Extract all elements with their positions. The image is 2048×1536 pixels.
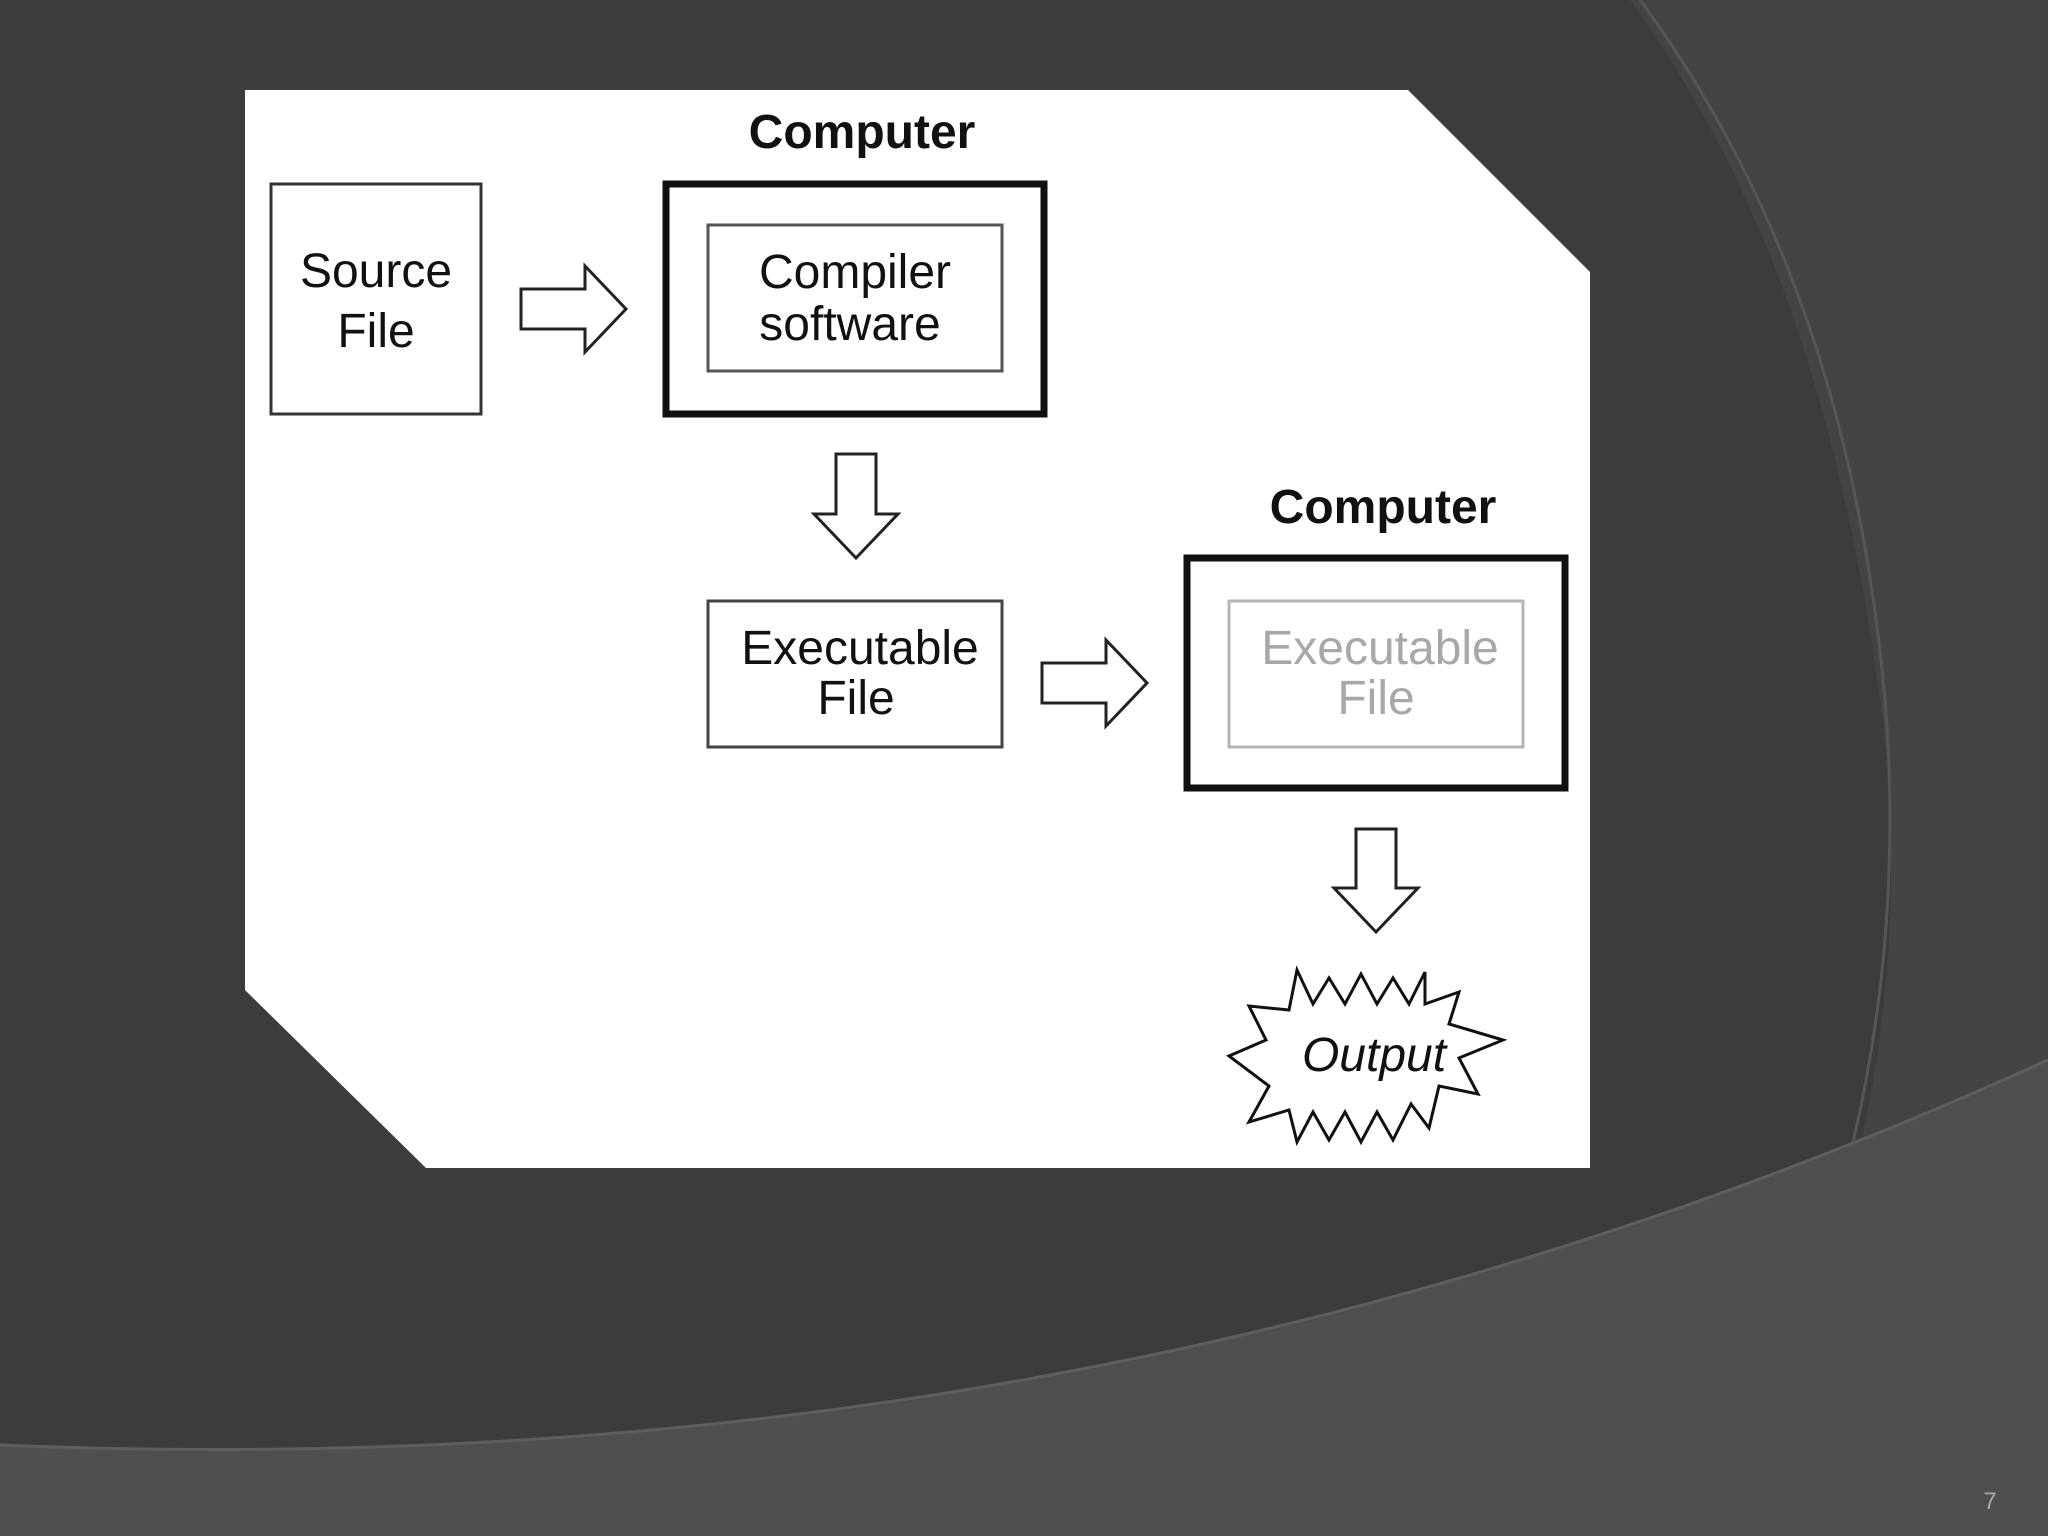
output-starburst-icon [1226,965,1508,1147]
executable-file-label-line2: File [817,672,894,725]
source-file-label-line2: File [337,305,414,358]
running-executable-box [1227,599,1525,749]
source-file-label-line1: Source [300,245,452,298]
arrow-down-icon [810,452,902,561]
arrow-right-icon [519,262,629,356]
computer-2-title: Computer [1270,481,1497,534]
compiler-software-box [706,223,1004,373]
output-label: Output [1302,1029,1448,1082]
running-executable-label-line1: Executable [1261,622,1499,675]
executable-file-label-line1: Executable [741,622,979,675]
computer-1-title: Computer [749,106,976,159]
page-number: 7 [1983,1488,1997,1515]
executable-file-box [706,599,1004,749]
arrow-right-icon [1040,636,1150,730]
background-swoosh-bottom [0,1060,2048,1536]
compiler-software-label-line2: software [759,298,940,351]
source-file-box [269,182,483,416]
running-executable-label-line2: File [1337,672,1414,725]
compiler-software-label-line1: Compiler [759,246,951,299]
background-swoosh-edge [0,1058,2048,1452]
arrow-down-icon [1330,827,1422,935]
